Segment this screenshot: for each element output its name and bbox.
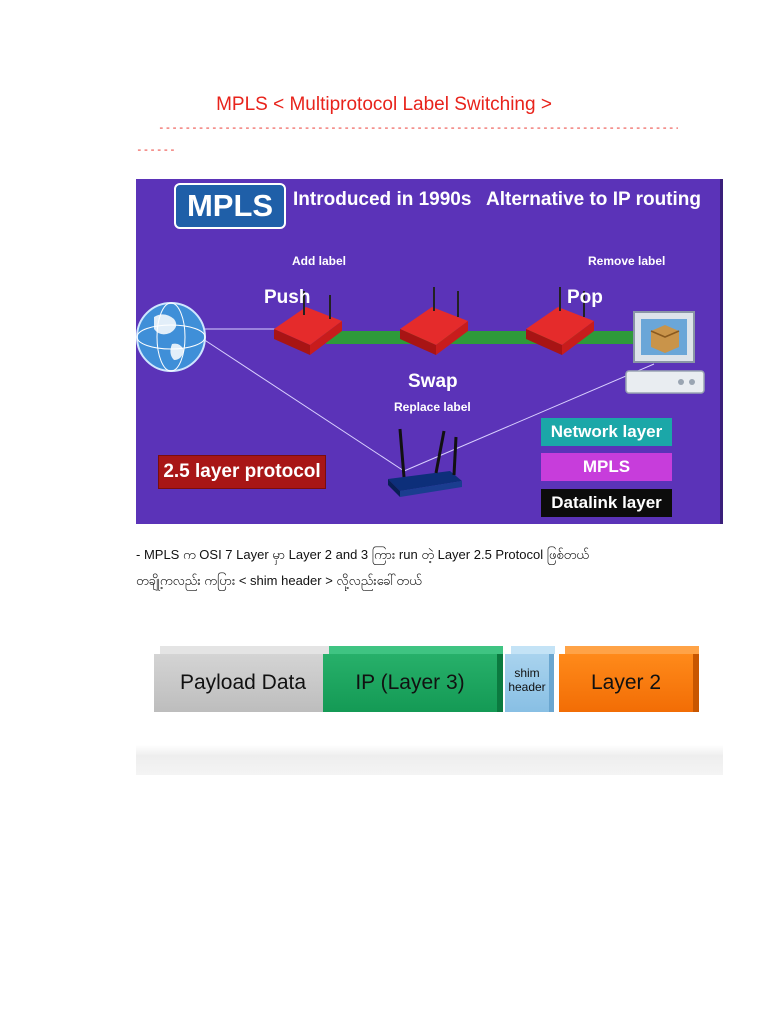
globe-icon xyxy=(136,302,206,372)
mpls-layer-box: MPLS xyxy=(541,453,672,481)
network-layer-box: Network layer xyxy=(541,418,672,446)
replace-label-text: Replace label xyxy=(394,400,471,414)
title-divider: ----------------------------------------… xyxy=(158,122,678,133)
shim-block-top xyxy=(511,646,555,654)
server-computer-icon xyxy=(625,311,705,394)
swap-label: Swap xyxy=(408,371,458,392)
router-swap-icon xyxy=(400,287,468,355)
remove-label-text: Remove label xyxy=(588,254,666,268)
paragraph-line-1: - MPLS က OSI 7 Layer မှာ Layer 2 and 3 က… xyxy=(136,547,589,562)
push-label: Push xyxy=(264,287,311,308)
packet-header-stack: Payload Data IP (Layer 3) shim header La… xyxy=(136,638,723,775)
ip-layer3-block: IP (Layer 3) xyxy=(323,654,503,712)
router-push-icon xyxy=(274,291,342,355)
wireless-router-icon xyxy=(388,428,462,497)
mpls-diagram-graphics xyxy=(136,287,705,497)
link-wifi-to-server xyxy=(403,363,655,472)
mpls-diagram-slide: MPLS Introduced in 1990s Alternative to … xyxy=(136,179,723,524)
layer2-block-top xyxy=(565,646,699,654)
shim-header-block: shim header xyxy=(505,654,554,712)
alternative-text: Alternative to IP routing xyxy=(486,189,702,210)
layer2-block: Layer 2 xyxy=(559,654,699,712)
document-title: MPLS < Multiprotocol Label Switching > xyxy=(216,94,552,115)
pop-label: Pop xyxy=(567,287,603,308)
slide-edge xyxy=(720,179,723,524)
add-label-text: Add label xyxy=(292,254,347,268)
paragraph-line-2: တချို့ကလည်း ကပြား < shim header > လို့လည… xyxy=(136,573,422,588)
mpls-badge: MPLS xyxy=(174,183,286,229)
router-pop-icon xyxy=(526,287,594,355)
link-globe-to-wifi xyxy=(199,336,405,472)
payload-block-top xyxy=(160,646,338,654)
header-text: header xyxy=(508,680,546,694)
shim-text: shim xyxy=(514,666,540,680)
datalink-layer-box: Datalink layer xyxy=(541,489,672,517)
introduced-text: Introduced in 1990s xyxy=(293,189,472,210)
title-divider-continued: ------- xyxy=(136,144,176,155)
mpls-path xyxy=(326,331,646,344)
protocol-box: 2.5 layer protocol xyxy=(158,455,326,489)
ip-block-top xyxy=(329,646,503,654)
payload-data-block: Payload Data xyxy=(154,654,338,712)
